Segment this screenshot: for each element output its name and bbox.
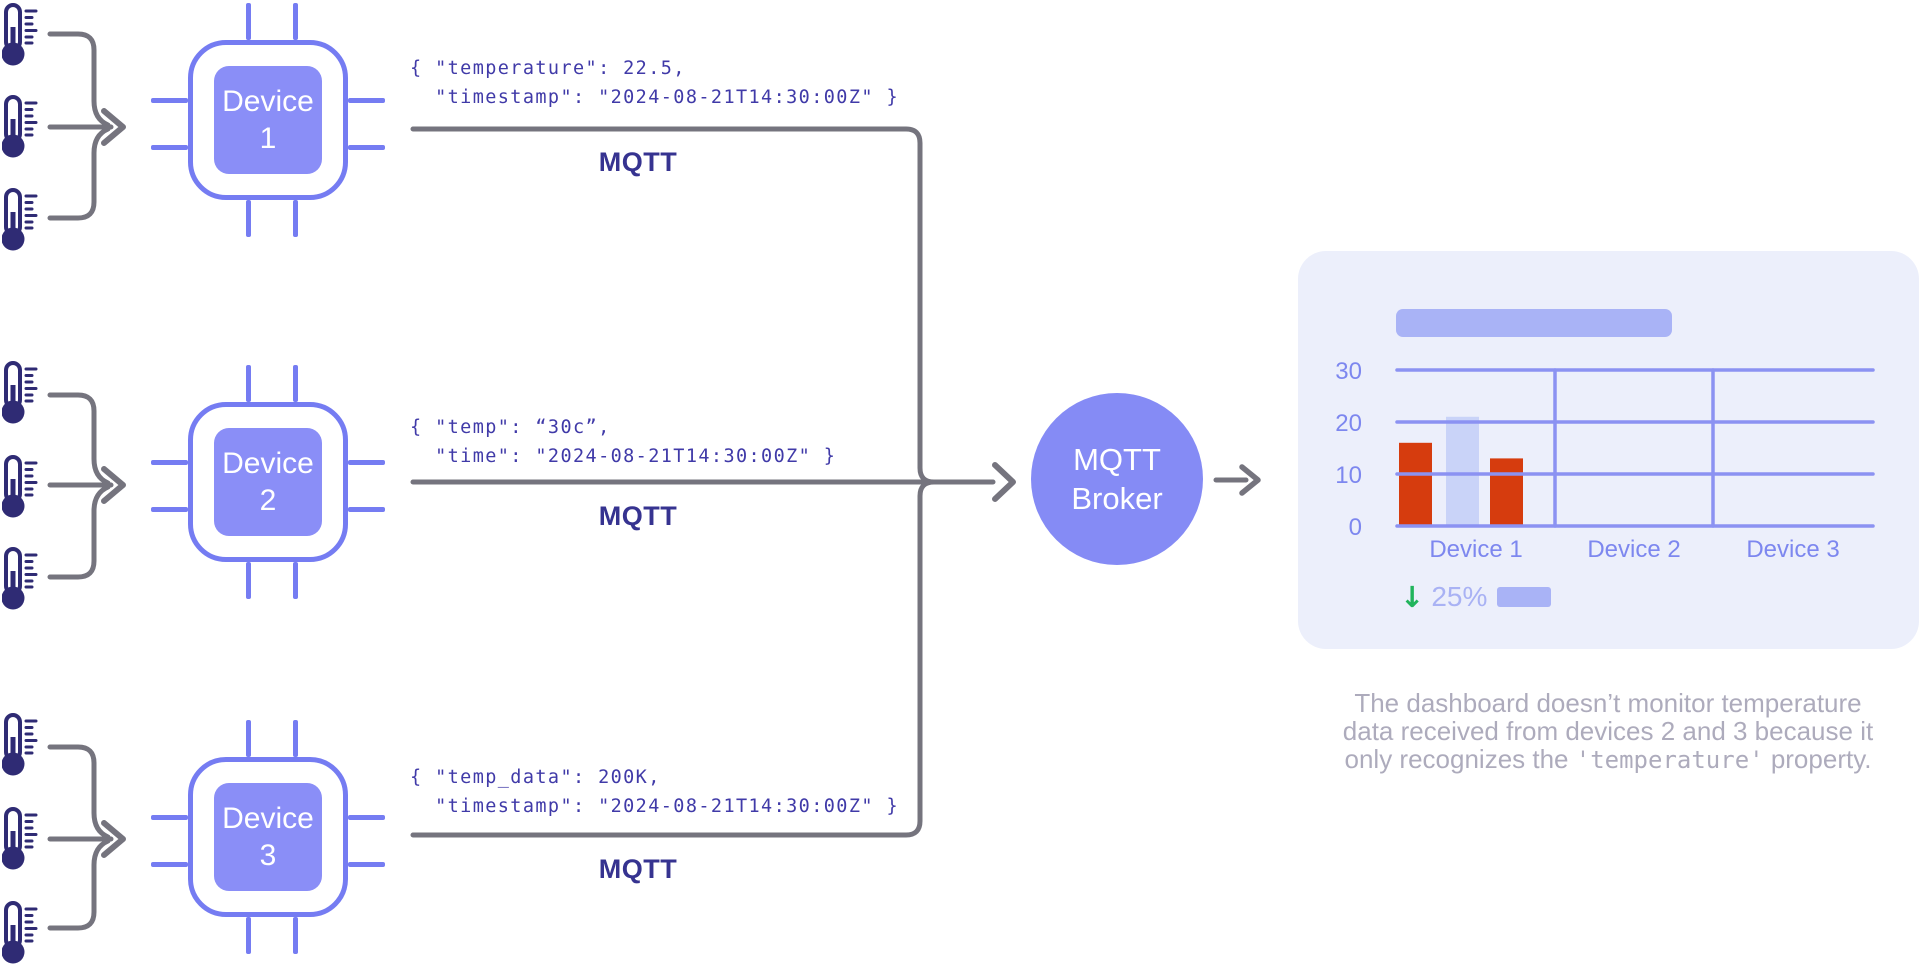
caption-line-2: data received from devices 2 and 3 becau… xyxy=(1342,716,1874,746)
device-3-payload: { "temp_data": 200K, "timestamp": "2024-… xyxy=(410,767,899,817)
thermometer-icon xyxy=(1,807,38,871)
sensor-merge-bracket-3b xyxy=(47,838,111,931)
x-axis-labels: Device 1 Device 2 Device 3 xyxy=(1429,536,1839,563)
chip-pin xyxy=(246,917,251,954)
device-2-chip: Device 2 xyxy=(151,365,385,599)
device-1-payload: { "temperature": 22.5, "timestamp": "202… xyxy=(410,58,899,108)
chip-pin xyxy=(246,365,251,402)
sensor-merge-arrow-1 xyxy=(101,108,126,146)
chip-pin xyxy=(151,862,188,867)
device-3-chip: Device 3 xyxy=(151,720,385,954)
thermometer-icon xyxy=(1,188,38,252)
chip-pin xyxy=(293,917,298,954)
chip-pin xyxy=(246,562,251,599)
chip-pin xyxy=(246,200,251,237)
down-arrow-icon: ↓ xyxy=(1400,579,1425,614)
stat-row: ↓ 25% xyxy=(1400,579,1552,614)
device-1-protocol-label: MQTT xyxy=(598,147,678,177)
temperature-bar-chart: 30 20 10 0 Device 1 Device 2 Device 3 xyxy=(1335,358,1875,563)
x-label-device1: Device 1 xyxy=(1429,536,1522,563)
caption-line3-prefix: only recognizes the xyxy=(1344,744,1576,774)
chip-pin xyxy=(151,460,188,465)
device-label-number: 2 xyxy=(259,484,277,517)
y-tick-0: 0 xyxy=(1349,514,1362,541)
broker-label-line1: MQTT xyxy=(1073,442,1161,477)
sensor-merge-arrow-2 xyxy=(101,466,126,504)
dashboard-title-placeholder xyxy=(1396,309,1672,337)
device-1-chip: Device 1 xyxy=(151,3,385,237)
thermometer-icon xyxy=(1,901,38,964)
sensor-merge-bracket-2 xyxy=(47,392,111,486)
device-label-number: 3 xyxy=(259,839,277,872)
chip-pin xyxy=(348,862,385,867)
sensor-merge-bracket-3 xyxy=(47,744,111,840)
chip-pin xyxy=(246,3,251,40)
mqtt-broker-node: MQTT Broker xyxy=(1031,393,1203,565)
thermometer-icon xyxy=(1,455,38,519)
device-label-word: Device xyxy=(222,85,314,118)
caption-line3-suffix: property. xyxy=(1763,744,1872,774)
device-label-word: Device xyxy=(222,447,314,480)
sensor-merge-bracket-1 xyxy=(47,31,111,128)
thermometer-icon xyxy=(1,361,38,425)
chip-pin xyxy=(348,815,385,820)
caption-temperature-property: 'temperature' xyxy=(1575,746,1764,774)
y-tick-30: 30 xyxy=(1335,358,1362,385)
broker-label-line2: Broker xyxy=(1071,481,1163,516)
chip-pin xyxy=(293,200,298,237)
chip-pin xyxy=(151,815,188,820)
chip-pin xyxy=(348,507,385,512)
stat-label-placeholder xyxy=(1497,587,1552,607)
dashboard-caption: The dashboard doesn’t monitor temperatur… xyxy=(1290,689,1920,774)
sensor-merge-bracket-1b xyxy=(47,126,111,221)
dashboard-card: 30 20 10 0 Device 1 Device 2 Device 3 ↓ … xyxy=(1298,251,1919,649)
chart-gridlines xyxy=(1395,368,1875,528)
chip-pin xyxy=(293,3,298,40)
bar-device1-reading1 xyxy=(1399,442,1432,526)
chip-pin xyxy=(293,720,298,757)
thermometer-icon xyxy=(1,547,38,611)
caption-line-1: The dashboard doesn’t monitor temperatur… xyxy=(1354,688,1862,718)
caption-line-3: only recognizes the 'temperature' proper… xyxy=(1290,745,1920,774)
chip-pin xyxy=(246,720,251,757)
stat-percentage: 25% xyxy=(1431,581,1488,612)
chip-pin xyxy=(151,507,188,512)
y-tick-10: 10 xyxy=(1335,462,1362,489)
chip-pin xyxy=(151,145,188,150)
chip-pin xyxy=(348,145,385,150)
device-2-label: Device 2 xyxy=(214,428,322,536)
thermometer-icon xyxy=(1,95,38,159)
device-3-protocol-label: MQTT xyxy=(598,854,678,884)
x-label-device3: Device 3 xyxy=(1746,536,1839,563)
chip-pin xyxy=(151,98,188,103)
sensor-merge-arrow-3 xyxy=(101,820,126,858)
y-axis-ticks: 30 20 10 0 xyxy=(1335,358,1362,541)
device-3-label: Device 3 xyxy=(214,783,322,891)
device-1-label: Device 1 xyxy=(214,66,322,174)
bar-device1-reading2 xyxy=(1446,416,1479,526)
thermometer-icon xyxy=(1,3,38,67)
device-2-protocol-label: MQTT xyxy=(598,501,678,531)
x-label-device2: Device 2 xyxy=(1587,536,1680,563)
bar-device1-reading3 xyxy=(1490,458,1523,526)
device-label-word: Device xyxy=(222,802,314,835)
sensor-merge-bracket-2b xyxy=(47,484,111,580)
chip-pin xyxy=(293,562,298,599)
y-tick-20: 20 xyxy=(1335,410,1362,437)
thermometer-icon xyxy=(1,713,38,777)
broker-out-arrow xyxy=(1239,464,1261,496)
chip-pin xyxy=(348,98,385,103)
device-2-payload: { "temp": “30c”, "time": "2024-08-21T14:… xyxy=(410,417,837,467)
chip-pin xyxy=(293,365,298,402)
device-label-number: 1 xyxy=(259,122,277,155)
chip-pin xyxy=(348,460,385,465)
broker-in-arrow xyxy=(992,462,1016,502)
